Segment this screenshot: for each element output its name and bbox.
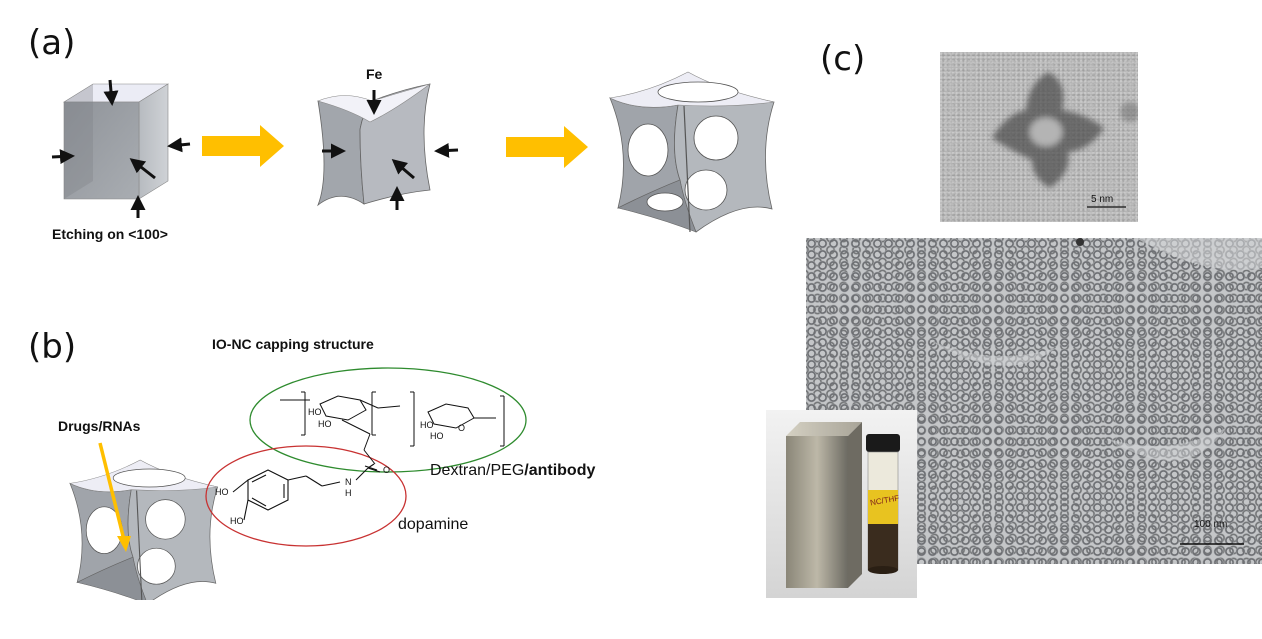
- chem-n-label: N: [345, 477, 352, 487]
- antibody-text: /antibody: [524, 462, 596, 479]
- chem-o-label: O: [458, 423, 466, 433]
- process-arrow-2: [506, 126, 588, 168]
- panel-a-label: (a): [28, 23, 76, 63]
- panel-c-label: (c): [820, 39, 866, 79]
- drug-arrow: [98, 442, 126, 541]
- chem-ho-4: HO: [430, 431, 444, 441]
- chem-ho-2: HO: [318, 419, 332, 429]
- chem-h-label: H: [345, 488, 352, 498]
- dextran-peg-text: Dextran/PEG: [430, 462, 525, 479]
- dextran-peg-antibody-label: Dextran/PEG/antibody: [430, 462, 595, 480]
- scale-label-large: 100 nm: [1194, 519, 1228, 530]
- panel-a-diagram: [51, 71, 775, 233]
- panel-b-label: (b): [28, 327, 77, 367]
- drugs-rnas-label: Drugs/RNAs: [58, 418, 141, 434]
- etching-label: Etching on <100>: [52, 226, 168, 242]
- chem-ho-6: HO: [230, 516, 244, 526]
- etch-arrows-concave: [322, 90, 459, 210]
- nanocage-shape: [608, 71, 775, 233]
- tem-field-overlay: [926, 238, 1262, 545]
- panel-b-diagram: [69, 367, 527, 600]
- magnet-vial-photo: NC/THF: [766, 410, 917, 598]
- chem-o-carbonyl: O: [383, 465, 391, 475]
- dopamine-label: dopamine: [398, 516, 469, 533]
- hrtem-particle: [992, 72, 1138, 208]
- chem-ho-3: HO: [420, 420, 434, 430]
- magnet-vial-drawing: [766, 410, 917, 598]
- chem-ho-5: HO: [215, 487, 229, 497]
- fe-label: Fe: [366, 66, 383, 82]
- process-arrow-1: [202, 125, 284, 167]
- dopamine-ellipse: [205, 445, 407, 547]
- dopamine-structure: [232, 463, 381, 521]
- nanocage-small-shape: [69, 459, 219, 600]
- cube-shape: [62, 83, 170, 200]
- scale-label-small: 5 nm: [1091, 194, 1114, 205]
- hrtem-image: 5 nm: [940, 52, 1138, 222]
- etch-arrows-cube: [51, 79, 191, 218]
- dextran-structure: [280, 391, 505, 465]
- dextran-ellipse: [249, 367, 527, 473]
- capping-title: IO-NC capping structure: [212, 336, 374, 352]
- chem-ho-1: HO: [308, 407, 322, 417]
